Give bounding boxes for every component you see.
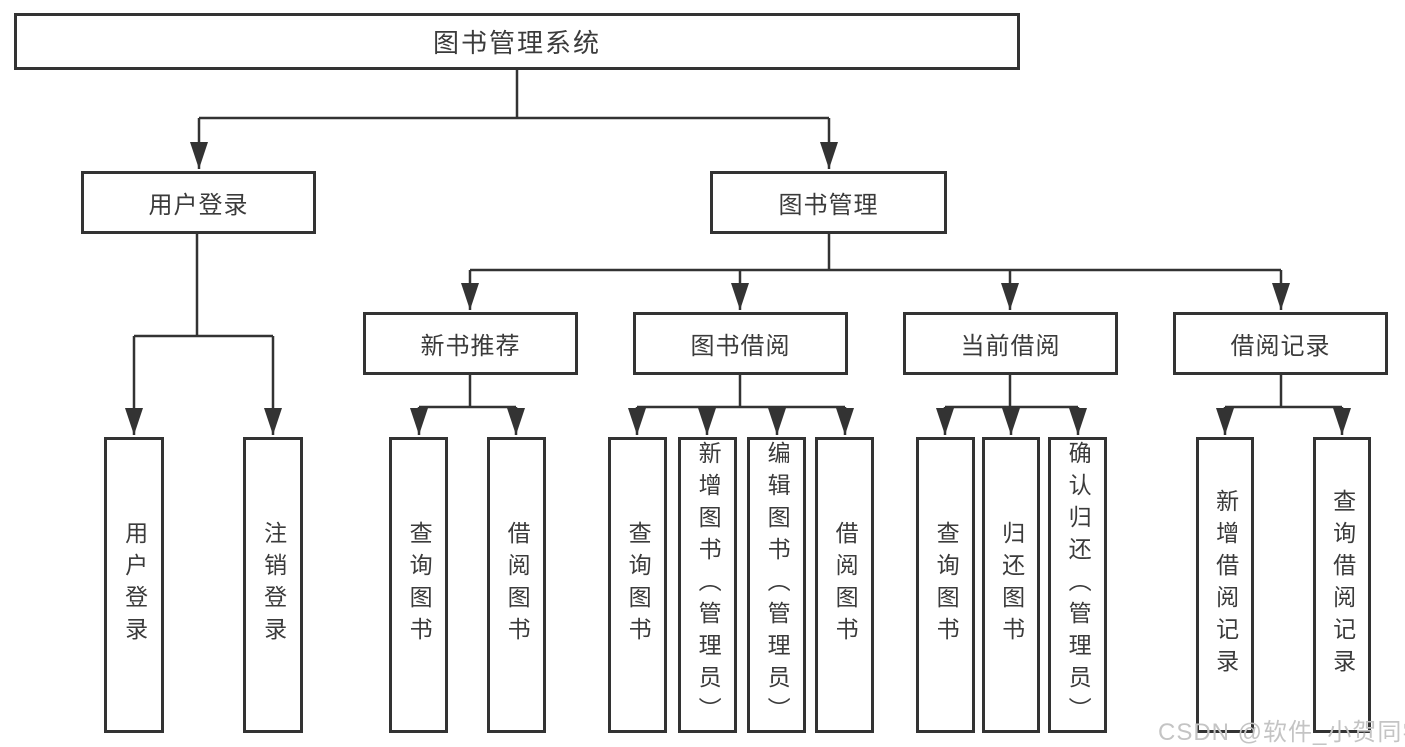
leaf-br-add-record: 新增借阅记录 (1196, 437, 1254, 733)
leaf-cb-query-book: 查询图书 (916, 437, 975, 733)
leaf-br-query-record-label: 查询借阅记录 (1329, 489, 1356, 681)
branch-book-borrow (628, 375, 854, 435)
node-book-system: 图书管理系统 (14, 13, 1020, 70)
branch-new-book-recommend (410, 375, 525, 435)
node-new-book-recommend: 新书推荐 (363, 312, 578, 375)
leaf-br-query-record: 查询借阅记录 (1313, 437, 1371, 733)
leaf-nb-borrow-book-label: 借阅图书 (504, 521, 531, 649)
leaf-nb-borrow-book: 借阅图书 (487, 437, 546, 733)
leaf-br-add-record-label: 新增借阅记录 (1212, 489, 1239, 681)
node-current-borrow-label: 当前借阅 (960, 333, 1061, 360)
leaf-cb-return-book-label: 归还图书 (998, 521, 1025, 649)
leaf-nb-query-book: 查询图书 (389, 437, 448, 733)
leaf-cb-confirm-return-admin: 确认归还（管理员） (1048, 437, 1107, 733)
branch-root (190, 70, 838, 169)
branch-book-management (461, 234, 1290, 310)
node-user-login: 用户登录 (81, 171, 316, 234)
leaf-bb-query-book: 查询图书 (608, 437, 667, 733)
leaf-bb-add-book-admin-label: 新增图书（管理员） (695, 441, 722, 729)
branch-borrow-record (1216, 375, 1351, 435)
leaf-bb-borrow-book: 借阅图书 (815, 437, 874, 733)
leaf-logout-label: 注销登录 (260, 521, 287, 649)
node-book-borrow-label: 图书借阅 (690, 333, 791, 360)
leaf-bb-query-book-label: 查询图书 (625, 521, 652, 649)
node-borrow-record-label: 借阅记录 (1230, 333, 1331, 360)
branch-user-login (125, 234, 282, 435)
leaf-bb-edit-book-admin: 编辑图书（管理员） (747, 437, 806, 733)
leaf-cb-return-book: 归还图书 (982, 437, 1040, 733)
node-book-management: 图书管理 (710, 171, 947, 234)
leaf-nb-query-book-label: 查询图书 (406, 521, 433, 649)
branch-current-borrow (936, 375, 1087, 435)
leaf-logout: 注销登录 (243, 437, 303, 733)
leaf-bb-borrow-book-label: 借阅图书 (832, 521, 859, 649)
watermark-text: CSDN @软件_小贺同学 (1158, 719, 1405, 746)
node-current-borrow: 当前借阅 (903, 312, 1118, 375)
leaf-cb-query-book-label: 查询图书 (933, 521, 960, 649)
node-book-management-label: 图书管理 (778, 192, 879, 219)
leaf-user-login-label: 用户登录 (121, 521, 148, 649)
leaf-user-login: 用户登录 (104, 437, 164, 733)
leaf-cb-confirm-return-admin-label: 确认归还（管理员） (1065, 441, 1092, 729)
node-borrow-record: 借阅记录 (1173, 312, 1388, 375)
node-book-system-label: 图书管理系统 (432, 28, 601, 58)
node-user-login-label: 用户登录 (148, 192, 249, 219)
leaf-bb-edit-book-admin-label: 编辑图书（管理员） (764, 441, 791, 729)
leaf-bb-add-book-admin: 新增图书（管理员） (678, 437, 737, 733)
node-new-book-recommend-label: 新书推荐 (420, 333, 521, 360)
node-book-borrow: 图书借阅 (633, 312, 848, 375)
